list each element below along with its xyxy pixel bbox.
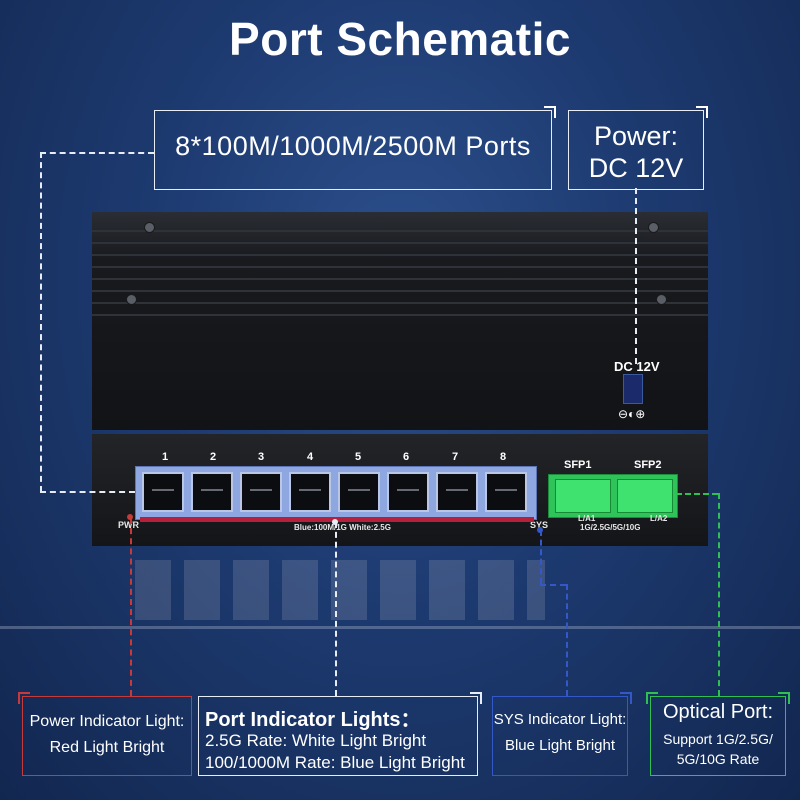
- screw-icon: [144, 222, 155, 233]
- optical-port-callout: Optical Port: Support 1G/2.5G/ 5G/10G Ra…: [646, 692, 790, 776]
- page-title: Port Schematic: [229, 13, 571, 65]
- rj45-port: [387, 472, 429, 512]
- leader-line: [130, 518, 132, 696]
- screw-icon: [126, 294, 137, 305]
- sfp-port: [555, 479, 611, 513]
- port-number: 6: [402, 451, 410, 463]
- rj45-port: [240, 472, 282, 512]
- power-label-line1: Power:: [593, 121, 679, 151]
- sfp-rate-label: 1G/2.5G/5G/10G: [580, 523, 641, 532]
- switch-chassis-top: [92, 212, 708, 430]
- sfp1-label: SFP1: [564, 459, 592, 471]
- sys-callout-line1: SYS Indicator Light:: [493, 711, 627, 728]
- rj45-port: [142, 472, 184, 512]
- port-callout-heading: Port Indicator Lights：: [205, 709, 421, 731]
- sys-callout-line2: Blue Light Bright: [504, 737, 616, 754]
- rj45-port: [191, 472, 233, 512]
- optical-callout-line1: Support 1G/2.5G/: [663, 731, 773, 747]
- port-number: 7: [451, 451, 459, 463]
- corner-bracket-icon: [18, 692, 30, 704]
- leader-line: [40, 152, 42, 492]
- port-number: 4: [306, 451, 314, 463]
- rj45-port: [485, 472, 527, 512]
- power-label-box: Power: DC 12V: [568, 106, 708, 190]
- port-number: 8: [499, 451, 507, 463]
- port-number: 2: [209, 451, 217, 463]
- power-callout-line1: Power Indicator Light:: [29, 713, 185, 730]
- ports-label: 8*100M/1000M/2500M Ports: [175, 131, 531, 161]
- led-legend: Blue:100M/1G White:2.5G: [294, 523, 391, 532]
- corner-bracket-icon: [470, 692, 482, 704]
- corner-bracket-icon: [620, 692, 632, 704]
- power-indicator-callout: Power Indicator Light: Red Light Bright: [18, 692, 192, 776]
- optical-callout-heading: Optical Port:: [662, 701, 774, 723]
- sys-label: SYS: [530, 520, 549, 530]
- corner-bracket-icon: [544, 106, 556, 118]
- dc-power-jack: [623, 374, 643, 404]
- polarity-icon: ⊖◐⊕: [618, 407, 646, 421]
- port-callout-line2: 100/1000M Rate: Blue Light Bright: [205, 753, 465, 772]
- sys-led-dot: [537, 527, 543, 533]
- rj45-port: [338, 472, 380, 512]
- leader-line: [635, 188, 637, 364]
- sfp-led-label-1: L/A1: [578, 514, 596, 523]
- port-number: 5: [354, 451, 362, 463]
- shelf-edge: [0, 626, 800, 629]
- leader-line: [40, 491, 135, 493]
- rj45-port-panel: [135, 466, 537, 520]
- sfp-port-panel: [548, 474, 678, 518]
- sfp2-label: SFP2: [634, 459, 662, 471]
- rj45-port: [436, 472, 478, 512]
- leader-line: [676, 493, 718, 495]
- surface-reflection: [135, 560, 545, 620]
- leader-line: [540, 584, 566, 586]
- port-indicator-callout: Port Indicator Lights： 2.5G Rate: White …: [198, 692, 482, 776]
- screw-icon: [656, 294, 667, 305]
- corner-bracket-icon: [646, 692, 658, 704]
- leader-line: [40, 152, 154, 154]
- port-number: 1: [161, 451, 169, 463]
- power-callout-line2: Red Light Bright: [49, 739, 165, 756]
- leader-line: [566, 584, 568, 696]
- screw-icon: [648, 222, 659, 233]
- rj45-port: [289, 472, 331, 512]
- corner-bracket-icon: [696, 106, 708, 118]
- port-number: 3: [257, 451, 265, 463]
- leader-line: [718, 493, 720, 696]
- leader-line: [540, 530, 542, 584]
- power-label-line2: DC 12V: [588, 153, 684, 183]
- port-led-dot: [332, 519, 338, 525]
- ports-label-box: 8*100M/1000M/2500M Ports: [154, 106, 556, 190]
- pwr-label: PWR: [118, 520, 139, 530]
- sfp-port: [617, 479, 673, 513]
- pwr-led-dot: [127, 514, 133, 520]
- sys-indicator-callout: SYS Indicator Light: Blue Light Bright: [492, 692, 632, 776]
- sfp-led-label-2: L/A2: [650, 514, 668, 523]
- dc-input-label: DC 12V: [614, 359, 660, 374]
- optical-callout-line2: 5G/10G Rate: [676, 751, 760, 767]
- corner-bracket-icon: [778, 692, 790, 704]
- leader-line: [335, 522, 337, 696]
- port-callout-line1: 2.5G Rate: White Light Bright: [205, 731, 427, 750]
